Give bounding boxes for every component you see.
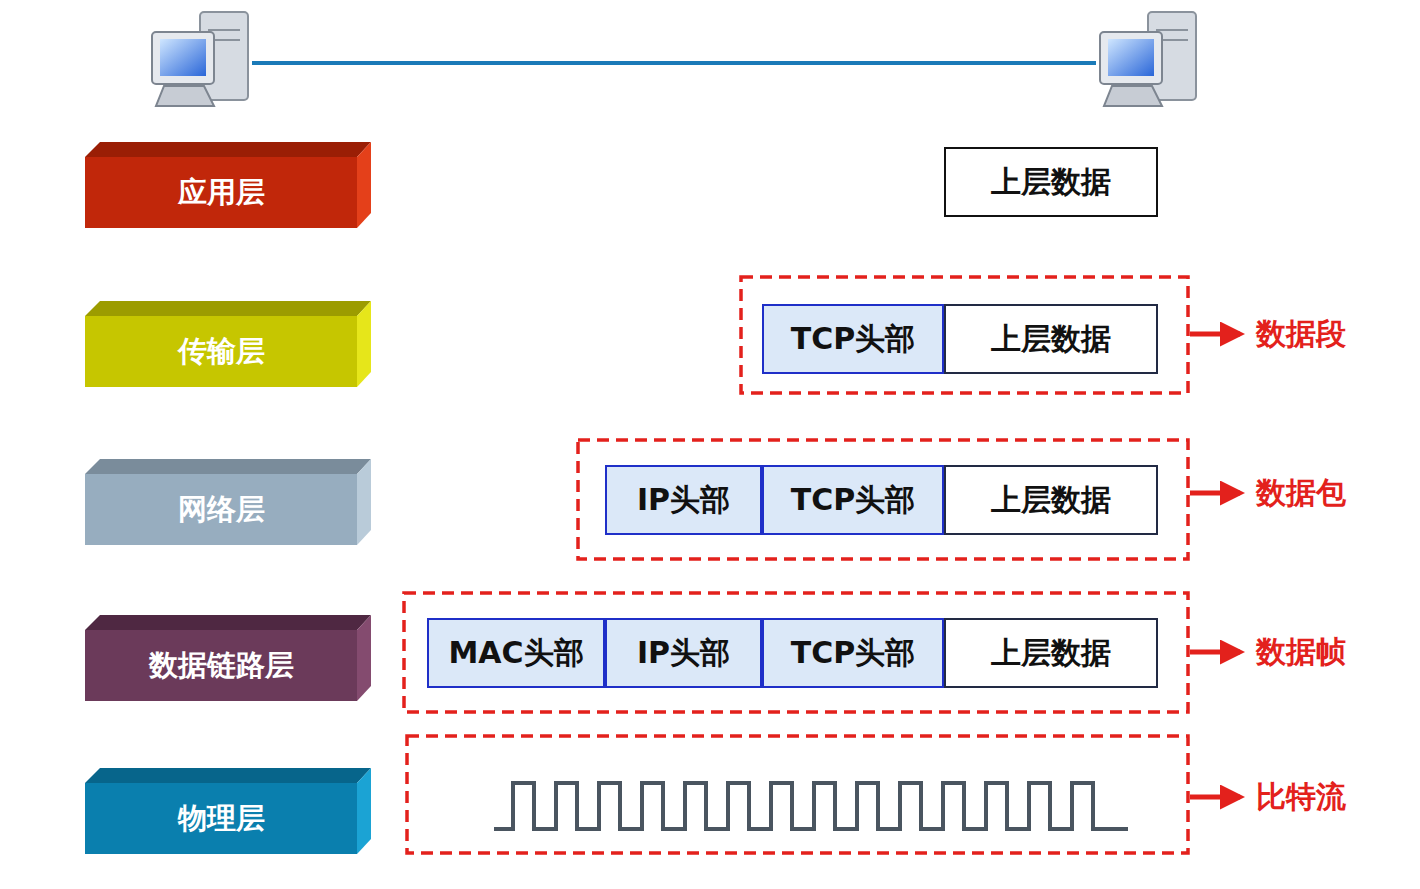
data-cell: 上层数据 [944,465,1158,535]
group-frame [407,736,1188,853]
layer-band: 物理层 [85,783,357,854]
bit-stream-wave [494,783,1128,829]
field-name: IP头部 [637,633,730,674]
unit-name: 数据段 [1256,314,1346,355]
layer-name: 数据链路层 [149,646,294,686]
header-cell: TCP头部 [762,465,944,535]
group-frame [741,277,1188,393]
header-cell: TCP头部 [762,304,944,374]
layer-band: 网络层 [85,474,357,545]
band-bevel [85,301,371,316]
data-cell: 上层数据 [944,147,1158,217]
field-name: TCP头部 [791,480,915,521]
header-cell: IP头部 [605,465,762,535]
field-name: TCP头部 [791,319,915,360]
unit-name: 数据包 [1256,473,1346,514]
group-frame [404,593,1188,712]
field-name: IP头部 [637,480,730,521]
layer-name: 网络层 [178,490,265,530]
leader-arrow [1190,795,1240,800]
band-bevel [85,615,371,630]
layer-band: 传输层 [85,316,357,387]
field-name: 上层数据 [991,633,1111,674]
layer-band: 数据链路层 [85,630,357,701]
header-cell: IP头部 [605,618,762,688]
group-frame [578,440,1188,559]
band-bevel [85,768,371,783]
data-cell: 上层数据 [944,618,1158,688]
layer-name: 物理层 [178,799,265,839]
field-name: 上层数据 [991,162,1111,203]
unit-name: 数据帧 [1256,632,1346,673]
header-cell: TCP头部 [762,618,944,688]
field-name: 上层数据 [991,480,1111,521]
band-bevel [357,301,371,387]
computer-icon [1100,12,1196,106]
field-name: 上层数据 [991,319,1111,360]
unit-name: 比特流 [1256,777,1346,818]
data-cell: 上层数据 [944,304,1158,374]
leader-arrow [1190,332,1240,337]
band-bevel [85,459,371,474]
band-bevel [357,768,371,854]
band-bevel [85,142,371,157]
layer-band: 应用层 [85,157,357,228]
computer-icon [152,12,248,106]
layer-name: 传输层 [178,332,265,372]
field-name: TCP头部 [791,633,915,674]
leader-arrow [1190,650,1240,655]
band-bevel [357,615,371,701]
header-cell: MAC头部 [427,618,605,688]
field-name: MAC头部 [448,633,583,674]
band-bevel [357,142,371,228]
leader-arrow [1190,491,1240,496]
network-link [252,61,1096,65]
layer-name: 应用层 [178,173,265,213]
band-bevel [357,459,371,545]
